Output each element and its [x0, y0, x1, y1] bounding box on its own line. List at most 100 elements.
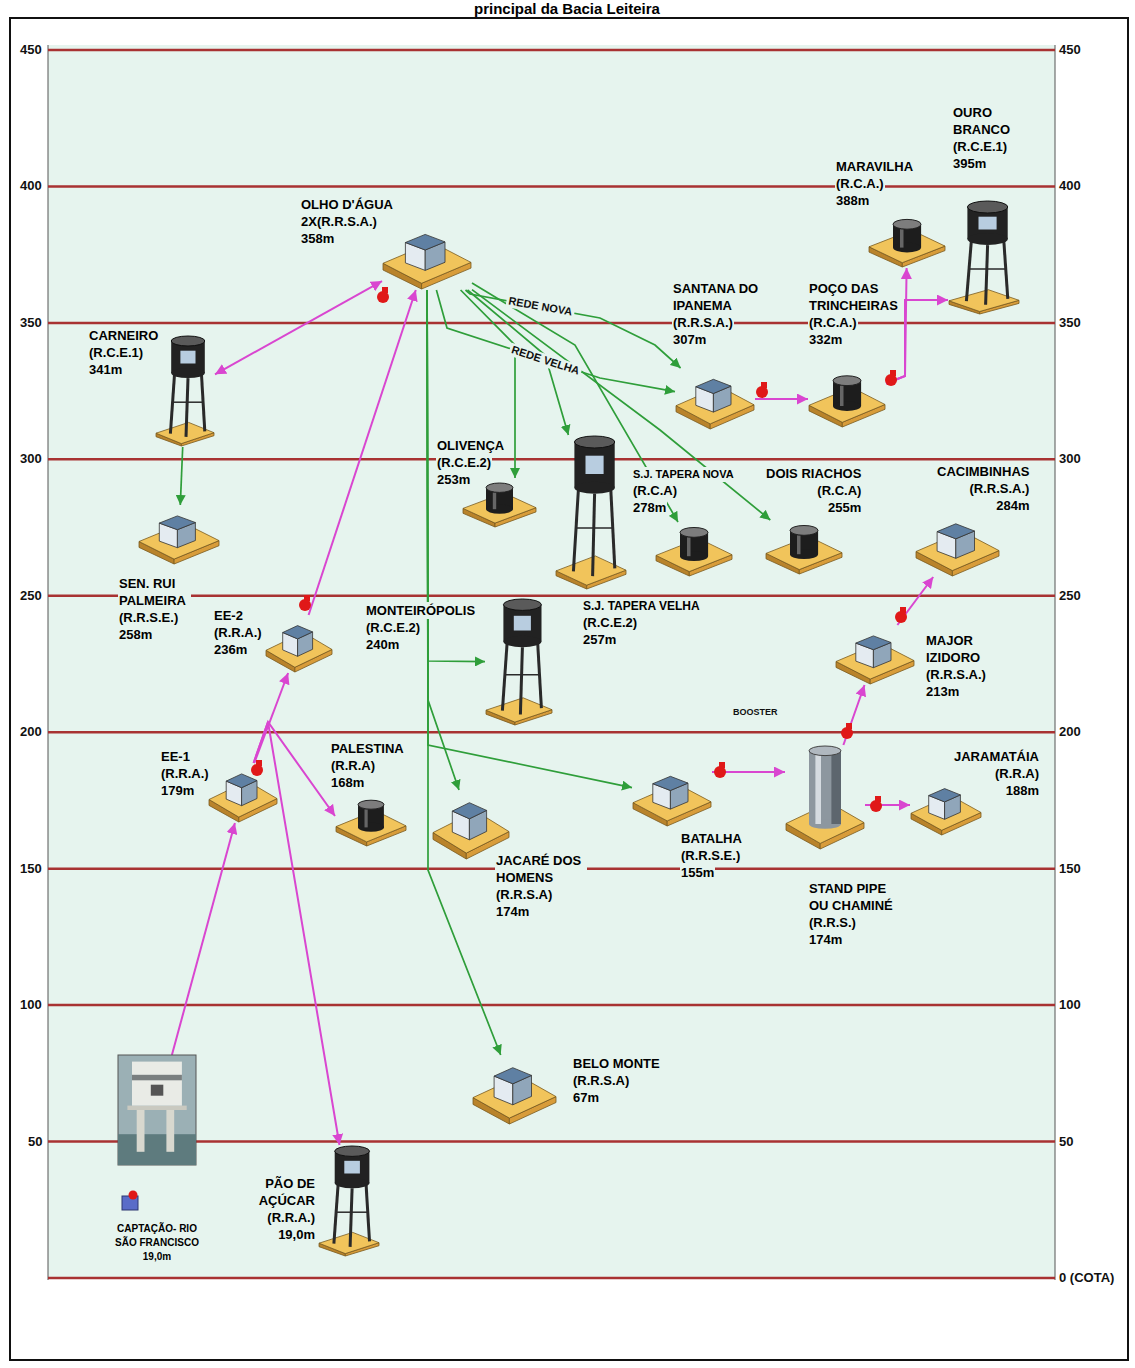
node-label: DOIS RIACHOS(R.C.A)255m: [765, 465, 862, 516]
pipe-shade: [831, 751, 841, 824]
elevation-value: 174m: [808, 931, 843, 948]
tower-brace: [337, 1211, 368, 1213]
gravity-pipeline: [427, 290, 459, 790]
station-name: PALESTINA: [330, 740, 405, 757]
reservoir-node: SANTANA DO IPANEMA(R.R.S.A.)307m: [675, 368, 755, 430]
node-label: BATALHA(R.R.S.E.)155m: [680, 830, 743, 881]
tank-base: [790, 549, 818, 559]
elevation-value: 179m: [160, 782, 195, 799]
gridline: [48, 1004, 1055, 1007]
building-roof: [937, 524, 974, 539]
tank-icon: [655, 522, 733, 577]
tower-brace: [173, 401, 203, 403]
axis-value: 300: [20, 451, 42, 467]
pipe-icon: [785, 745, 865, 850]
tank-window: [344, 1161, 360, 1174]
station-type: (R.R.S.): [808, 914, 857, 931]
reservoir-node: PALESTINA(R.R.A)168m: [335, 795, 407, 847]
tower-leg: [334, 1183, 338, 1244]
pump-symbol: [841, 723, 853, 739]
axis-value: 200: [20, 724, 42, 740]
pump-outlet: [761, 382, 767, 388]
gravity-pipeline: [472, 290, 770, 520]
elevation-value: 257m: [582, 631, 617, 648]
station-type: (R.C.E.1): [952, 138, 1008, 155]
reservoir-node: S.J. TAPERA NOVA(R.C.A)278m: [655, 522, 733, 577]
elevation-value: 388m: [835, 192, 870, 209]
tank-icon: [765, 520, 843, 575]
station-type: (R.R.S.A): [495, 886, 553, 903]
axis-line: [1055, 45, 1056, 1280]
gravity-pipeline: [427, 290, 632, 788]
pipe-body: [809, 751, 841, 824]
tank-top: [833, 376, 861, 386]
node-label: OLHO D'ÁGUA2X(R.R.S.A.)358m: [300, 196, 394, 247]
axis-value: 200: [1059, 724, 1081, 740]
node-label: POÇO DAS TRINCHEIRAS(R.C.A.)332m: [808, 280, 903, 348]
elevation-value: 278m: [632, 499, 667, 516]
pump-outlet: [382, 287, 388, 293]
tower-icon: [948, 200, 1020, 315]
axis-value: 50: [1059, 1134, 1073, 1150]
elevation-value: 188m: [1005, 782, 1040, 799]
reservoir-node: CACIMBINHAS(R.R.S.A.)284m: [915, 512, 1000, 577]
house-icon: [432, 790, 510, 860]
elevation-value: 174m: [495, 903, 530, 920]
tank-shine: [797, 535, 801, 554]
gridline: [48, 49, 1055, 52]
station-name: OLHO D'ÁGUA: [300, 196, 394, 213]
tank-top: [503, 599, 541, 610]
node-label: CAPTAÇÃO- RIO SÃO FRANCISCO19,0m: [112, 1222, 202, 1264]
intake-pillar: [166, 1108, 174, 1152]
station-name: MAJOR IZIDORO: [925, 632, 986, 666]
tank-shine: [900, 229, 904, 247]
reservoir-node: DOIS RIACHOS(R.C.A)255m: [765, 520, 843, 575]
node-label: S.J. TAPERA VELHA(R.C.E.2)257m: [582, 598, 701, 648]
node-label: JARAMATÁIA(R.R.A)188m: [953, 748, 1040, 799]
elevation-value: 240m: [365, 636, 400, 653]
tank-top: [574, 436, 614, 448]
station-type: (R.R.A): [330, 757, 376, 774]
tank-icon: [808, 370, 886, 428]
building-roof: [159, 516, 195, 530]
intake-deck: [127, 1106, 186, 1110]
pumped-pipeline: [755, 398, 808, 400]
pump-symbol: [299, 595, 311, 611]
tank-base: [335, 1178, 370, 1188]
tower-brace: [577, 527, 613, 529]
building-roof: [696, 379, 731, 393]
pump-outlet: [304, 595, 310, 601]
tank-base: [680, 551, 708, 561]
station-type: (R.R.A): [994, 765, 1040, 782]
tower-leg: [170, 373, 174, 434]
reservoir-node: BELO MONTE(R.R.S.A)67m: [472, 1055, 557, 1125]
pump-outlet: [846, 723, 852, 729]
house-icon: [472, 1055, 557, 1125]
station-type: (R.R.S.E.): [680, 847, 741, 864]
node-label: EE-2(R.R.A.)236m: [213, 607, 263, 658]
elevation-value: 19,0m: [142, 1250, 172, 1264]
elevation-value: 236m: [213, 641, 248, 658]
gridline: [48, 1277, 1055, 1280]
tank-shine: [687, 537, 691, 556]
pumped-pipeline: [309, 290, 416, 615]
pump-outlet: [900, 607, 906, 613]
plot-ground: [48, 45, 1055, 1278]
station-name: BATALHA: [680, 830, 743, 847]
pump-outlet: [719, 762, 725, 768]
tower-leg: [986, 245, 988, 305]
reservoir-node: POÇO DAS TRINCHEIRAS(R.C.A.)332m: [808, 370, 886, 428]
tank-base: [833, 401, 861, 411]
tower-leg: [573, 488, 578, 572]
axis-value: 450: [20, 42, 42, 58]
building-roof: [856, 636, 891, 650]
node-label: CACIMBINHAS(R.R.S.A.)284m: [936, 463, 1030, 514]
pump-symbol: [895, 607, 907, 623]
tower-icon: [555, 435, 627, 590]
axis-value: 100: [20, 997, 42, 1013]
reservoir-node: CARNEIRO(R.C.E.1)341m: [155, 335, 215, 447]
gridline: [48, 595, 1055, 598]
tower-icon: [155, 335, 215, 447]
